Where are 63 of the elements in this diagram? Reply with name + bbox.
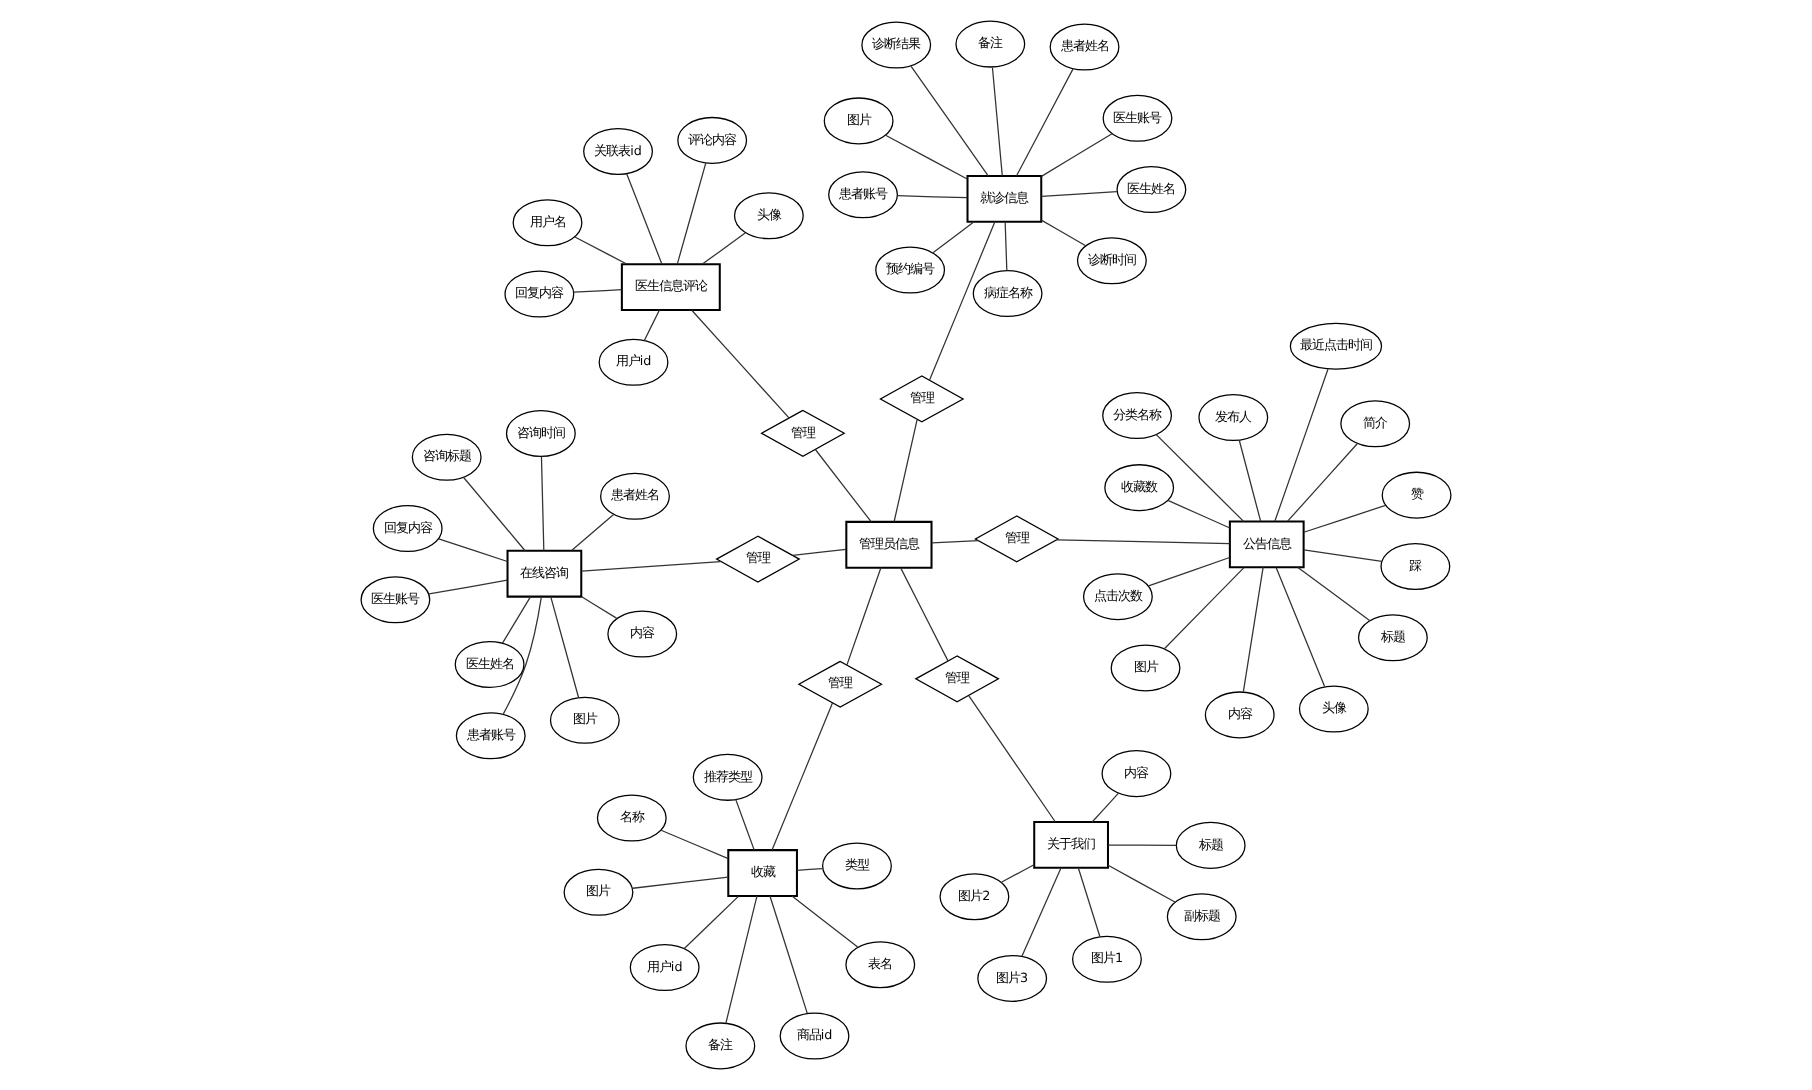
connector	[1021, 867, 1062, 957]
connector	[1303, 504, 1387, 533]
connector	[769, 895, 808, 1014]
connector	[1040, 219, 1087, 247]
connector	[701, 232, 746, 265]
connector	[1238, 439, 1262, 522]
connector	[1015, 68, 1074, 177]
connector	[1155, 434, 1245, 523]
connector	[1164, 567, 1245, 650]
connector	[929, 221, 996, 381]
connector	[814, 449, 872, 523]
connector	[1107, 864, 1176, 903]
connector	[501, 596, 532, 644]
connector	[580, 595, 618, 619]
connector	[463, 476, 526, 552]
connector	[1297, 566, 1371, 622]
connector	[1091, 792, 1120, 823]
connector	[1242, 566, 1264, 693]
connector	[796, 867, 823, 872]
connector	[1000, 864, 1035, 883]
connector	[632, 876, 729, 889]
connector	[1287, 443, 1358, 522]
connector	[1077, 867, 1101, 938]
connector	[573, 289, 623, 293]
connector	[1040, 191, 1118, 198]
connector	[550, 596, 580, 699]
connector	[846, 567, 882, 666]
connector	[1274, 368, 1329, 522]
connector	[580, 561, 722, 572]
connector	[626, 173, 663, 265]
connector	[792, 548, 847, 556]
connector	[1004, 221, 1008, 272]
connector	[643, 309, 661, 342]
connector	[893, 419, 918, 523]
connector	[1275, 567, 1326, 688]
connector	[428, 579, 508, 595]
connector	[570, 513, 615, 552]
connector	[725, 895, 758, 1024]
connector	[1147, 556, 1231, 587]
connector	[1040, 133, 1113, 177]
connector	[574, 236, 628, 265]
connector	[1056, 539, 1231, 545]
connector	[968, 695, 1056, 823]
connector	[660, 829, 729, 860]
connector	[900, 567, 949, 662]
connector	[896, 195, 968, 199]
connector	[931, 540, 980, 544]
connector	[676, 162, 707, 265]
connector	[791, 895, 859, 948]
connector	[683, 895, 740, 950]
connector	[735, 799, 755, 851]
connector	[1107, 844, 1177, 846]
connector	[691, 309, 790, 419]
connector	[502, 596, 542, 715]
connector	[540, 456, 545, 552]
connector	[932, 221, 975, 254]
connector	[991, 66, 1003, 177]
connector	[1303, 549, 1383, 563]
connector	[910, 65, 989, 177]
connector	[884, 134, 968, 180]
connector	[771, 702, 834, 851]
connector	[438, 538, 509, 563]
connector	[1167, 499, 1231, 529]
